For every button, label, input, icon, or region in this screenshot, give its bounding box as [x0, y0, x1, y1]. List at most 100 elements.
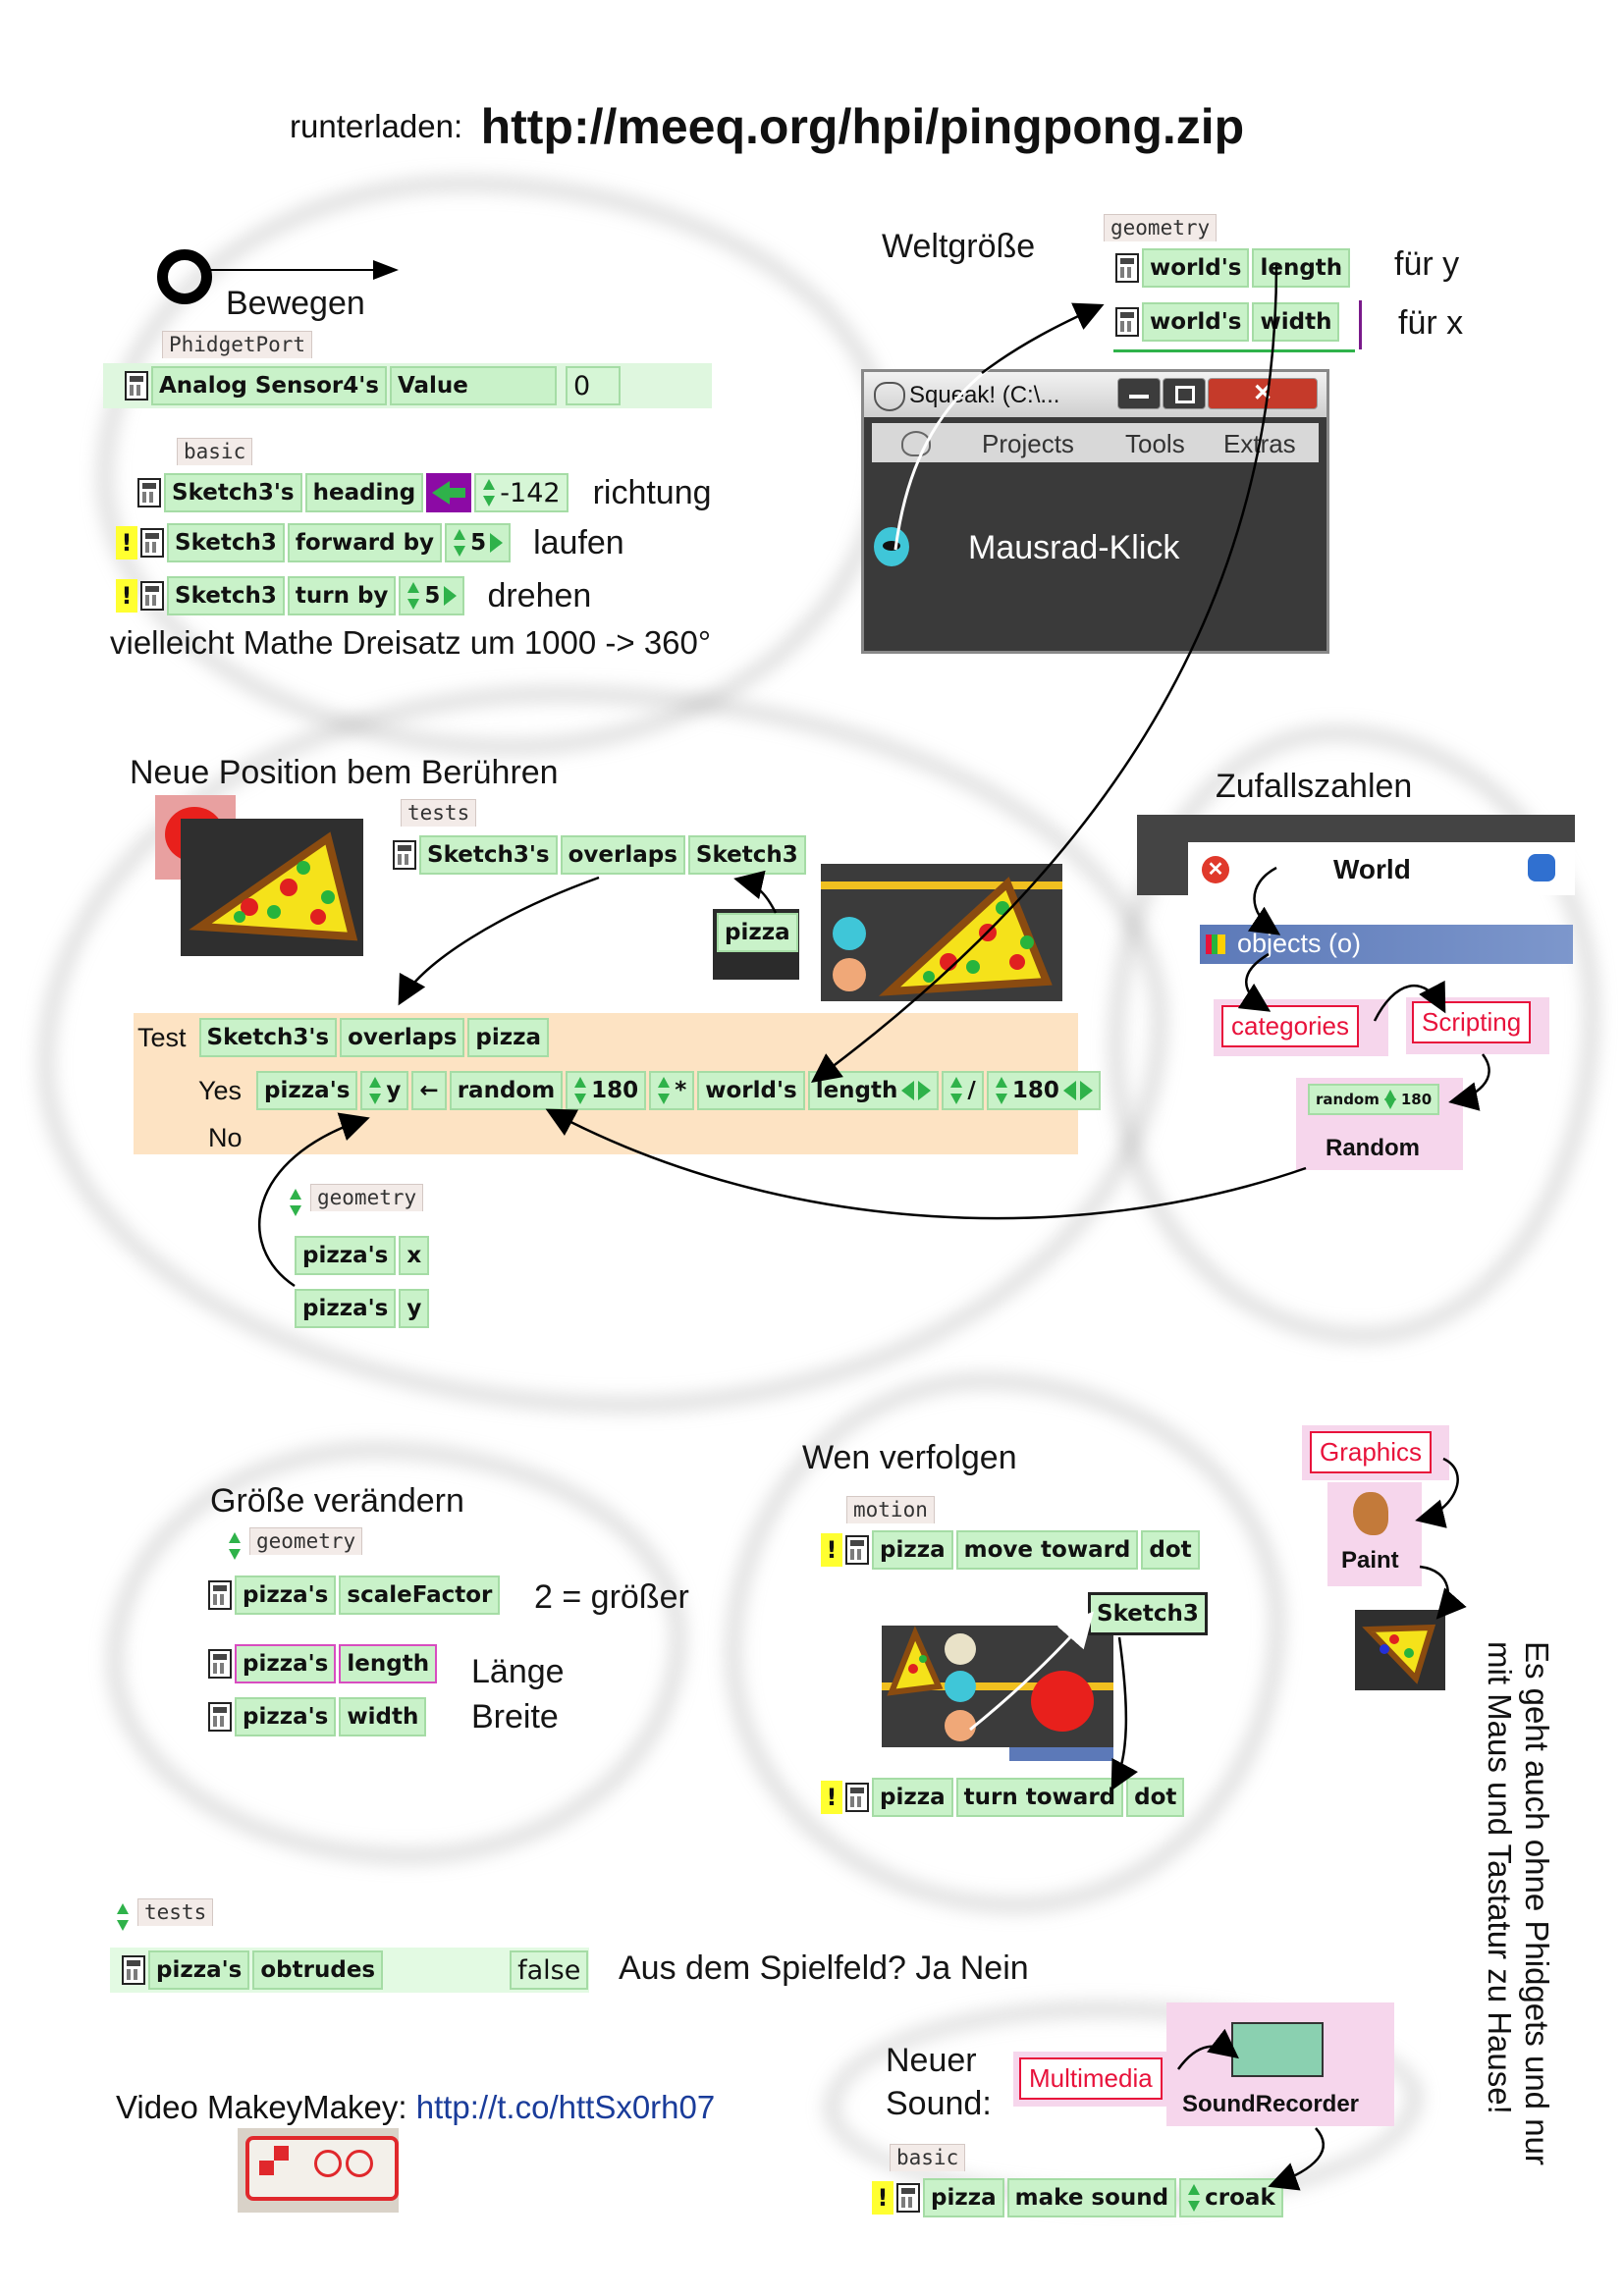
categories-flap[interactable]: categories [1221, 1005, 1359, 1047]
obtrudes-script-icon[interactable] [122, 1955, 145, 1985]
sound-basic-category[interactable]: basic [890, 2144, 966, 2171]
obtrudes-value[interactable]: false [510, 1950, 589, 1990]
move-toward-script-icon[interactable] [845, 1535, 869, 1565]
squeak-eye-icon[interactable] [874, 527, 909, 566]
multimedia-flap[interactable]: Multimedia [1019, 2057, 1163, 2100]
yes-world-tile[interactable]: world's [697, 1071, 805, 1110]
overlaps-script-icon[interactable] [393, 840, 416, 870]
resize-length-object[interactable]: pizza's [235, 1644, 337, 1683]
turn-command-tile[interactable]: turn by [287, 576, 397, 615]
world-width-slot[interactable]: width [1252, 302, 1340, 342]
turn-toward-command[interactable]: turn toward [955, 1778, 1124, 1817]
scale-object[interactable]: pizza's [235, 1575, 337, 1615]
world-width-script-icon[interactable] [1115, 307, 1139, 337]
resize-updown-icon[interactable] [228, 1531, 242, 1566]
yes-length-tile[interactable]: length [807, 1071, 940, 1110]
turn-run-icon[interactable]: ! [116, 579, 137, 613]
geometry-pizza-updown-icon[interactable] [289, 1188, 302, 1222]
obtrudes-updown-icon[interactable] [116, 1902, 130, 1937]
pizza-x-object[interactable]: pizza's [295, 1236, 397, 1275]
random-tile-updown-icon[interactable] [1383, 1089, 1397, 1110]
pizza-x-slot[interactable]: x [399, 1236, 430, 1275]
paint-palette-icon[interactable] [1353, 1492, 1388, 1535]
make-sound-command[interactable]: make sound [1006, 2178, 1177, 2217]
follow-halo-eye-icon[interactable] [945, 1671, 976, 1702]
resize-width-script-icon[interactable] [208, 1702, 232, 1732]
basic-category[interactable]: basic [177, 438, 253, 465]
position-geometry-category[interactable]: geometry [310, 1184, 424, 1211]
squeak-menu-tools[interactable]: Tools [1125, 429, 1185, 458]
scale-slot[interactable]: scaleFactor [339, 1575, 501, 1615]
pizza-name-tile[interactable]: pizza [717, 913, 798, 952]
phidgetport-category[interactable]: PhidgetPort [162, 331, 313, 358]
forward-arrow-icon[interactable] [490, 533, 504, 553]
forward-script-icon[interactable] [140, 528, 164, 558]
sensor-tile[interactable]: Analog Sensor4's [151, 366, 387, 405]
make-sound-object[interactable]: pizza [923, 2178, 1004, 2217]
world-length-object[interactable]: world's [1142, 248, 1250, 288]
resize-width-object[interactable]: pizza's [235, 1697, 337, 1736]
resize-width-slot[interactable]: width [339, 1697, 427, 1736]
pizza-image[interactable] [181, 819, 363, 956]
yes-divisor-tile[interactable]: 180 [986, 1071, 1101, 1110]
turn-script-icon[interactable] [140, 581, 164, 611]
download-url[interactable]: http://meeq.org/hpi/pingpong.zip [480, 99, 1245, 154]
follow-sketch-icon[interactable] [1031, 1671, 1094, 1732]
yes-divisor-updown-icon[interactable] [995, 1076, 1008, 1105]
turn-value-tile[interactable]: 5 [399, 576, 465, 615]
pizza-y-object[interactable]: pizza's [295, 1289, 397, 1328]
heading-arrow-icon[interactable] [426, 473, 472, 512]
yes-length-right-icon[interactable] [918, 1081, 932, 1100]
halo-eye-icon[interactable] [833, 917, 866, 950]
make-sound-run-icon[interactable]: ! [872, 2181, 893, 2215]
halo-pizza-icon[interactable] [878, 864, 1076, 1001]
makeymakey-image[interactable] [238, 2128, 399, 2213]
tests-category[interactable]: tests [401, 799, 477, 827]
test-slot[interactable]: overlaps [340, 1018, 465, 1057]
scripting-flap[interactable]: Scripting [1412, 1001, 1532, 1043]
sensor-value[interactable]: 0 [565, 366, 621, 405]
obtrudes-category[interactable]: tests [137, 1898, 214, 1926]
sensor-script-icon[interactable] [125, 371, 148, 400]
forward-command-tile[interactable]: forward by [287, 523, 443, 562]
heading-updown-icon[interactable] [482, 478, 496, 507]
heading-script-icon[interactable] [137, 478, 161, 507]
squeak-menu-projects[interactable]: Projects [982, 429, 1074, 458]
heading-value-tile[interactable]: -142 [474, 473, 568, 512]
obtrudes-object[interactable]: pizza's [148, 1950, 250, 1990]
squeak-menu-logo-icon[interactable] [901, 431, 931, 456]
world-close-icon[interactable]: ✕ [1202, 856, 1229, 883]
pizza-y-slot[interactable]: y [399, 1289, 430, 1328]
squeak-close-button[interactable]: ✕ [1208, 378, 1318, 409]
squeak-menu-extras[interactable]: Extras [1223, 429, 1296, 458]
yes-random-value-tile[interactable]: 180 [566, 1071, 647, 1110]
world-width-object[interactable]: world's [1142, 302, 1250, 342]
world-length-script-icon[interactable] [1115, 253, 1139, 283]
make-sound-updown-icon[interactable] [1187, 2183, 1201, 2213]
halo-drag-icon[interactable] [833, 958, 866, 991]
yes-divisor-right-icon[interactable] [1079, 1081, 1093, 1100]
scale-script-icon[interactable] [208, 1580, 232, 1610]
paint-pizza-thumb[interactable] [1355, 1610, 1445, 1690]
objects-bar[interactable]: objects (o) [1200, 925, 1573, 964]
yes-divisor-left-icon[interactable] [1062, 1081, 1076, 1100]
turn-toward-object[interactable]: pizza [872, 1778, 953, 1817]
forward-value-tile[interactable]: 5 [445, 523, 512, 562]
make-sound-script-icon[interactable] [896, 2183, 920, 2213]
turn-toward-run-icon[interactable]: ! [821, 1781, 842, 1814]
test-object[interactable]: Sketch3's [198, 1018, 338, 1057]
yes-y-tile[interactable]: y [360, 1071, 409, 1110]
squeak-maximize-button[interactable] [1163, 378, 1206, 409]
heading-slot-tile[interactable]: heading [304, 473, 424, 512]
move-toward-object[interactable]: pizza [872, 1530, 953, 1570]
world-length-slot[interactable]: length [1252, 248, 1351, 288]
test-target[interactable]: pizza [467, 1018, 550, 1057]
overlaps-object[interactable]: Sketch3's [419, 835, 558, 875]
squeak-minimize-button[interactable] [1117, 378, 1161, 409]
resize-length-slot[interactable]: length [339, 1644, 438, 1683]
overlaps-target[interactable]: Sketch3 [687, 835, 806, 875]
world-menu-icon[interactable] [1528, 854, 1555, 881]
recorder-icon[interactable] [1231, 2022, 1324, 2077]
move-toward-target[interactable]: dot [1141, 1530, 1200, 1570]
turn-toward-target[interactable]: dot [1126, 1778, 1185, 1817]
